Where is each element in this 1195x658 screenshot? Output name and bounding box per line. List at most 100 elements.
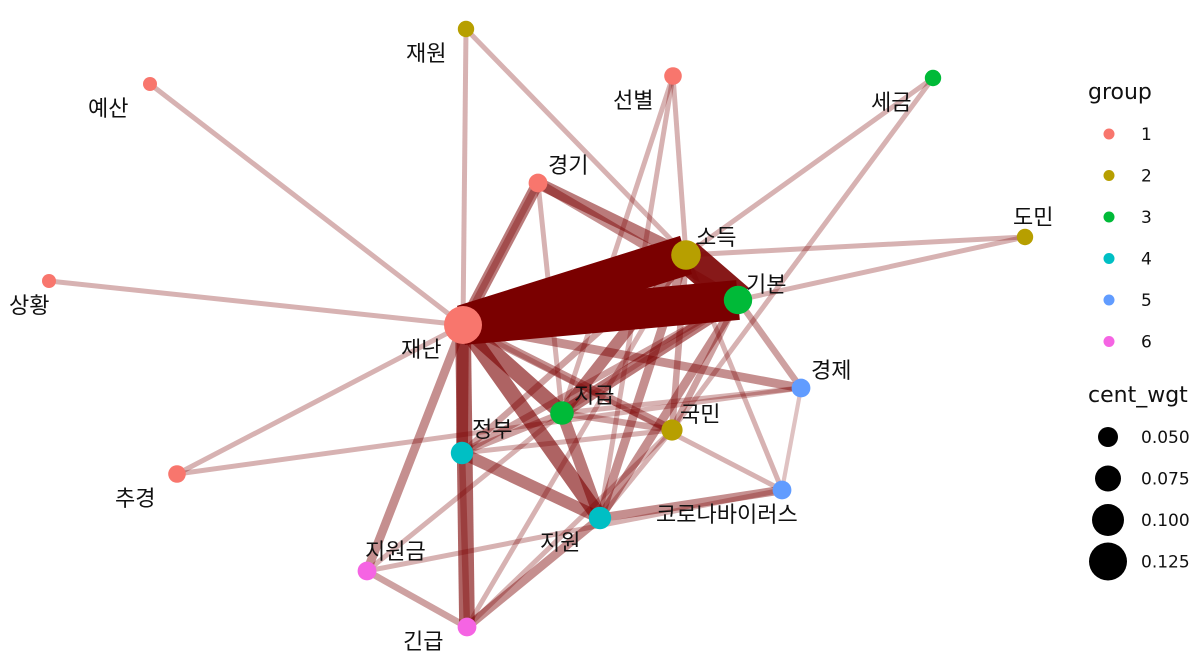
legend-size-label-0.125: 0.125 — [1141, 553, 1190, 573]
node-label-긴급: 긴급 — [403, 630, 443, 655]
edge-지원금-긴급 — [365, 568, 469, 630]
node-도민 — [1016, 228, 1034, 246]
legend-group-entries: 1 2 3 4 5 6 — [1103, 125, 1152, 353]
node-label-추경: 추경 — [115, 487, 155, 512]
edge-정부-지원 — [459, 447, 603, 524]
node-경기 — [528, 173, 548, 193]
node-label-재원: 재원 — [406, 42, 446, 67]
node-label-재난: 재난 — [401, 338, 441, 363]
edge-재난-기본 — [461, 280, 740, 345]
edge-추경-재난 — [175, 322, 465, 477]
node-세금 — [924, 69, 942, 87]
edge-지원금-코로나바이러스 — [366, 487, 783, 574]
node-상황 — [42, 274, 56, 288]
node-재원 — [457, 20, 475, 38]
edge-지급-국민 — [561, 409, 673, 434]
node-지급 — [550, 401, 574, 425]
legend-group-swatch-1 — [1103, 128, 1115, 140]
edge-국민-지원 — [598, 428, 674, 520]
node-선별 — [664, 67, 682, 85]
edge-추경-경제 — [176, 385, 802, 477]
node-소득 — [671, 240, 701, 270]
node-정부 — [450, 441, 474, 465]
edge-지원-코로나바이러스 — [599, 485, 783, 523]
edge-재원-소득 — [464, 27, 688, 257]
node-label-경기: 경기 — [548, 154, 588, 179]
node-label-지원금: 지원금 — [365, 540, 426, 565]
legend-size-swatch-0.125 — [1089, 542, 1127, 581]
edge-도민-기본 — [737, 234, 1026, 303]
edge-재난-긴급 — [455, 324, 475, 628]
node-label-예산: 예산 — [88, 97, 128, 122]
legend-group-label-1: 1 — [1141, 125, 1152, 145]
node-label-소득: 소득 — [696, 226, 736, 251]
node-긴급 — [457, 617, 477, 637]
legend-size-label-0.075: 0.075 — [1141, 470, 1190, 490]
node-label-도민: 도민 — [1013, 206, 1053, 231]
edge-세금-소득 — [684, 75, 935, 258]
legend-group-label-6: 6 — [1141, 333, 1152, 353]
edge-지원-긴급 — [464, 514, 603, 631]
edge-정부-소득 — [459, 252, 689, 456]
edge-기본-경제 — [735, 298, 804, 390]
legend-group-swatch-3 — [1103, 211, 1115, 223]
node-label-지급: 지급 — [574, 384, 614, 409]
node-label-지원: 지원 — [540, 531, 580, 556]
legend-group-swatch-4 — [1103, 253, 1115, 264]
edge-선별-소득 — [670, 75, 689, 256]
edge-예산-재난 — [148, 82, 465, 327]
legend-group-title: group — [1088, 80, 1152, 105]
legend-size-swatch-0.100 — [1092, 504, 1124, 536]
edge-재난-지원 — [456, 320, 607, 523]
edge-선별-지급 — [559, 75, 676, 414]
node-기본 — [723, 285, 753, 315]
edge-코로나바이러스-재난 — [461, 322, 784, 493]
legend-size-label-0.050: 0.050 — [1141, 428, 1190, 448]
node-label-코로나바이러스: 코로나바이러스 — [656, 503, 798, 528]
node-layer — [42, 20, 1034, 637]
node-label-경제: 경제 — [811, 359, 851, 384]
legend-group-label-3: 3 — [1141, 208, 1152, 228]
legend-size-swatch-0.050 — [1098, 427, 1118, 447]
edge-상황-재난 — [48, 278, 464, 328]
edge-경제-코로나바이러스 — [779, 387, 804, 491]
legend-size-title: cent_wgt — [1088, 383, 1188, 408]
node-label-기본: 기본 — [746, 273, 786, 298]
edge-재난-지원금 — [362, 323, 468, 573]
edge-재난-국민 — [461, 321, 674, 434]
node-추경 — [168, 465, 186, 483]
legend-group-swatch-2 — [1103, 170, 1115, 181]
legend-group-swatch-5 — [1103, 294, 1115, 306]
node-지원 — [588, 506, 612, 530]
legend: group 1 2 3 4 5 6 cent_wgt 0.050 0.075 0.100 0.1… — [1088, 80, 1190, 581]
edge-재원-재난 — [460, 28, 469, 326]
legend-group-label-2: 2 — [1141, 167, 1152, 187]
edge-도민-소득 — [685, 234, 1026, 258]
node-label-세금: 세금 — [871, 91, 911, 116]
edge-국민-기본 — [669, 298, 741, 432]
node-label-정부: 정부 — [472, 418, 512, 443]
edge-지원-기본 — [596, 297, 742, 521]
edge-layer — [48, 27, 1026, 631]
edge-세금-국민 — [669, 76, 936, 432]
edge-정부-지급 — [460, 409, 564, 457]
node-예산 — [143, 77, 157, 91]
node-label-선별: 선별 — [613, 89, 653, 114]
node-지원금 — [357, 561, 377, 581]
edge-경제-지급 — [561, 385, 802, 416]
legend-size-entries: 0.050 0.075 0.100 0.125 — [1089, 427, 1190, 581]
legend-group-label-5: 5 — [1141, 291, 1152, 311]
edge-긴급-국민 — [465, 428, 674, 629]
legend-group-swatch-6 — [1103, 336, 1115, 347]
legend-size-label-0.100: 0.100 — [1141, 511, 1190, 531]
node-label-국민: 국민 — [680, 403, 720, 428]
node-코로나바이러스 — [772, 480, 792, 500]
node-국민 — [661, 419, 683, 441]
legend-size-swatch-0.075 — [1095, 465, 1121, 492]
node-경제 — [791, 378, 811, 398]
legend-group-label-4: 4 — [1141, 250, 1152, 270]
node-label-상황: 상황 — [9, 294, 49, 319]
node-재난 — [444, 306, 482, 344]
